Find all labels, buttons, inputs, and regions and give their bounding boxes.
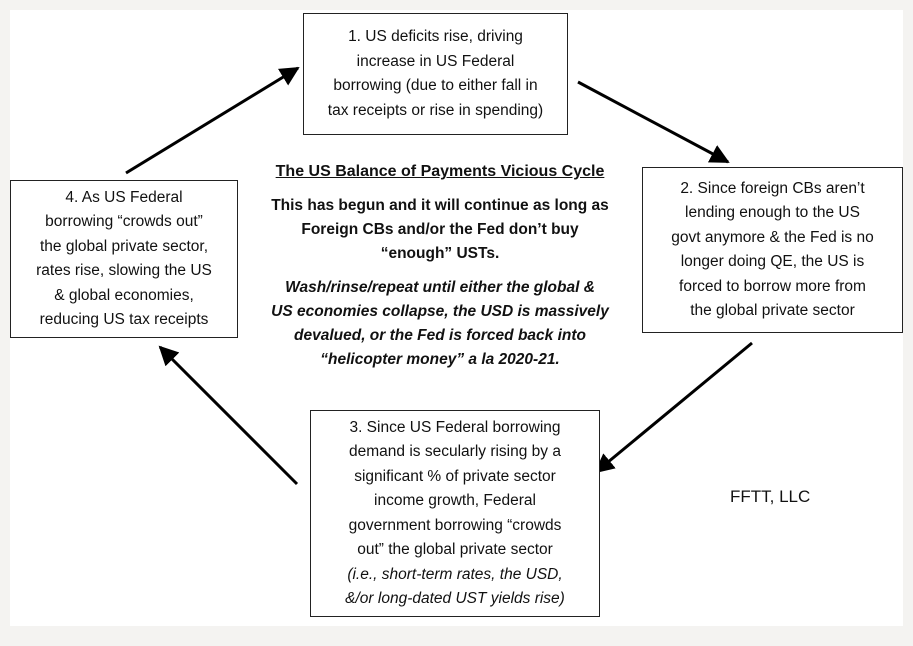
center-bold-paragraph: This has begun and it will continue as l… — [242, 194, 638, 266]
step-text: longer doing QE, the US is — [680, 253, 865, 270]
step-box-3: 3. Since US Federal borrowing demand is … — [310, 410, 600, 617]
step-text: borrowing (due to either fall in — [333, 77, 538, 94]
step-box-4: 4. As US Federal borrowing “crowds out” … — [10, 180, 238, 338]
step-text: 1. US deficits rise, driving — [348, 28, 523, 45]
diagram-canvas: 1. US deficits rise, driving increase in… — [10, 10, 903, 626]
step-text: govt anymore & the Fed is no — [671, 228, 874, 246]
step-italic-text: (i.e., short-term rates, the USD, — [347, 565, 563, 583]
step-box-2: 2. Since foreign CBs aren’t lending enou… — [642, 167, 903, 333]
step-italic-text: &/or long-dated UST yields rise) — [345, 590, 565, 607]
step-text: lending enough to the US — [685, 204, 860, 221]
step-text: 2. Since foreign CBs aren’t — [680, 179, 865, 197]
center-bold-line: Foreign CBs and/or the Fed don’t buy — [301, 221, 579, 238]
step-text: the global private sector, — [39, 237, 209, 255]
center-italic-line: devalued, or the Fed is forced back into — [294, 327, 586, 344]
center-bold-line: This has begun and it will continue as l… — [271, 197, 609, 214]
step-text: reducing US tax receipts — [39, 311, 209, 328]
step-box-1: 1. US deficits rise, driving increase in… — [303, 13, 568, 135]
step-text: borrowing “crowds out” — [45, 213, 203, 230]
arrow-3-to-4 — [158, 345, 299, 486]
center-italic-line: Wash/rinse/repeat until either the globa… — [285, 279, 595, 296]
credit-text: FFTT, LLC — [730, 487, 811, 506]
arrow-4-to-1 — [125, 66, 300, 175]
center-italic-line: US economies collapse, the USD is massiv… — [271, 303, 609, 320]
step-text: government borrowing “crowds — [348, 516, 562, 534]
step-text: 3. Since US Federal borrowing — [349, 418, 561, 436]
step-text: & global economies, — [54, 286, 194, 304]
step-text: rates rise, slowing the US — [36, 262, 212, 279]
cycle-arrows — [125, 66, 753, 486]
step-text: increase in US Federal — [356, 52, 515, 70]
center-italic-paragraph: Wash/rinse/repeat until either the globa… — [242, 276, 638, 372]
center-italic-line: “helicopter money” a la 2020-21. — [320, 351, 560, 368]
diagram-title: The US Balance of Payments Vicious Cycle — [275, 163, 605, 180]
step-text: out” the global private sector — [357, 541, 553, 558]
step-text: income growth, Federal — [374, 492, 536, 509]
step-text: 4. As US Federal — [65, 188, 183, 206]
step-text: tax receipts or rise in spending) — [327, 101, 544, 119]
center-bold-line: “enough” USTs. — [380, 245, 500, 262]
step-text: the global private sector — [690, 302, 855, 319]
arrow-1-to-2 — [577, 80, 730, 164]
center-text-block: The US Balance of Payments Vicious Cycle… — [242, 160, 638, 372]
step-text: forced to borrow more from — [679, 277, 866, 295]
step-text: significant % of private sector — [354, 467, 556, 485]
step-text: demand is secularly rising by a — [349, 443, 561, 460]
arrow-2-to-3 — [594, 341, 753, 474]
